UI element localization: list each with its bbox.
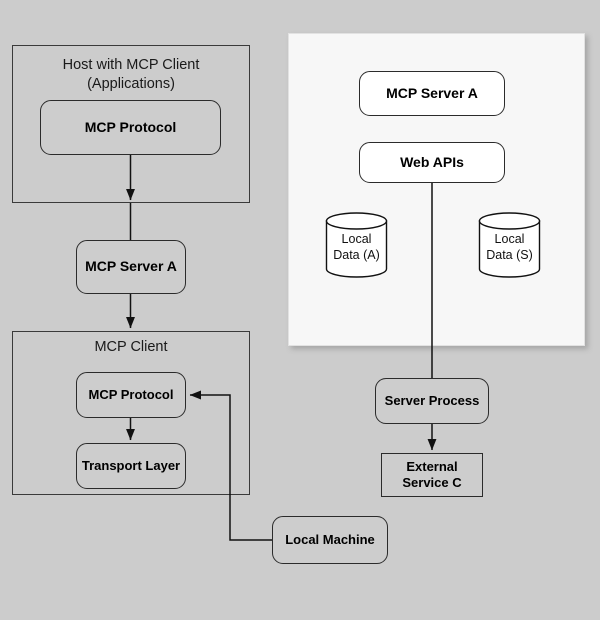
cylinder-local-data-a-label: Local Data (A) [333, 232, 380, 262]
cylinder-local-data-a[interactable]: Local Data (A) [325, 212, 388, 278]
node-server-process-label: Server Process [384, 392, 480, 408]
conn-local-machine-to-protocol [189, 390, 272, 541]
node-host-mcp-protocol-label: MCP Protocol [84, 118, 177, 135]
mcp-client-container-title: MCP Client [94, 339, 168, 355]
node-client-mcp-protocol[interactable]: MCP Protocol [76, 372, 186, 418]
node-external-service-c[interactable]: External Service C [381, 453, 483, 497]
node-mcp-server-a-panel[interactable]: MCP Server A [359, 71, 505, 116]
node-transport-layer-label: Transport Layer [81, 457, 181, 473]
node-client-mcp-protocol-label: MCP Protocol [88, 386, 174, 402]
node-web-apis-label: Web APIs [400, 153, 464, 170]
node-external-service-c-label: External Service C [402, 458, 462, 490]
node-host-mcp-protocol[interactable]: MCP Protocol [40, 100, 221, 155]
node-mcp-server-a-left-label: MCP Server A [85, 258, 177, 275]
node-web-apis[interactable]: Web APIs [359, 142, 505, 183]
database-icon [478, 212, 541, 278]
node-server-process[interactable]: Server Process [375, 378, 489, 424]
cylinder-local-data-s-label: Local Data (S) [486, 232, 533, 262]
host-container-title: Host with MCP Client (Applications) [62, 57, 200, 92]
node-mcp-server-a-panel-label: MCP Server A [386, 84, 478, 101]
node-local-machine-label: Local Machine [285, 531, 375, 547]
node-transport-layer[interactable]: Transport Layer [76, 443, 186, 489]
cylinder-local-data-s[interactable]: Local Data (S) [478, 212, 541, 278]
database-icon [325, 212, 388, 278]
node-mcp-server-a-left[interactable]: MCP Server A [76, 240, 186, 294]
node-local-machine[interactable]: Local Machine [272, 516, 388, 564]
